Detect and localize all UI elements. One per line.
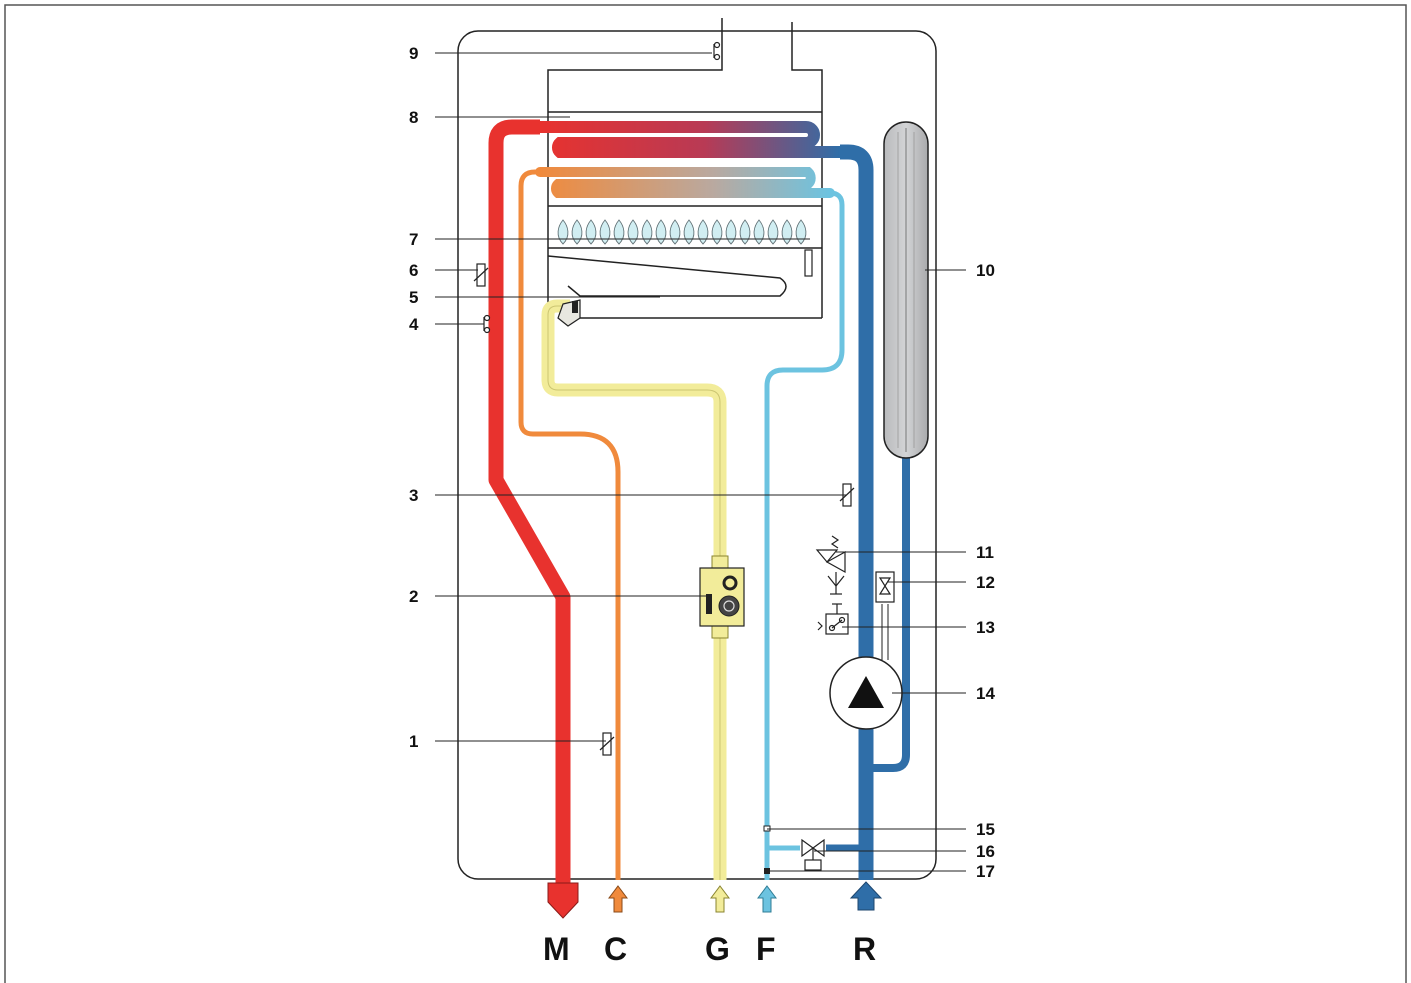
safety-valve [815, 535, 846, 595]
callout-4: 4 [409, 315, 419, 334]
callout-1: 1 [409, 732, 418, 751]
water-pressure-switch [817, 603, 849, 635]
callout-3: 3 [409, 486, 418, 505]
callout-13: 13 [976, 618, 995, 637]
cold-water-filter [763, 825, 771, 832]
dhw-exchanger-coil [535, 167, 835, 198]
callout-7: 7 [409, 230, 418, 249]
circulation-pump [829, 656, 903, 730]
connection-label-m: M [543, 931, 570, 967]
expansion-vessel [883, 121, 929, 459]
callout-15: 15 [976, 820, 995, 839]
pressure-switch-tubes [881, 604, 889, 660]
flow-pipe [488, 119, 579, 919]
connection-label-r: R [853, 931, 876, 967]
connection-label-c: C [604, 931, 627, 967]
primary-exchanger-coil [534, 121, 846, 158]
flue-outlet [547, 18, 823, 318]
callout-2: 2 [409, 587, 418, 606]
callout-10: 10 [976, 261, 995, 280]
boiler-casing [457, 30, 937, 880]
callout-8: 8 [409, 108, 418, 127]
connection-label-g: G [705, 931, 730, 967]
burner-flames [557, 219, 807, 245]
return-pipe [826, 144, 910, 911]
connection-label-f: F [756, 931, 776, 967]
callout-12: 12 [976, 573, 995, 592]
combustion-chamber [547, 180, 823, 319]
gas-pipe [541, 299, 730, 913]
callout-5: 5 [409, 288, 418, 307]
flow-ntc-sensor [473, 263, 489, 287]
callout-9: 9 [409, 44, 418, 63]
leader-lines [435, 52, 966, 872]
ignition-electrode [804, 249, 813, 277]
callout-14: 14 [976, 684, 995, 703]
callout-11: 11 [976, 543, 994, 562]
filling-tap [801, 838, 825, 871]
page-border [4, 4, 1407, 983]
gas-valve [699, 555, 745, 639]
flue-thermostat [713, 41, 721, 61]
callout-16: 16 [976, 842, 995, 861]
injector-nozzle [572, 301, 578, 313]
dhw-outlet-pipe [518, 169, 628, 913]
callout-17: 17 [976, 862, 995, 881]
callout-6: 6 [409, 261, 418, 280]
automatic-bypass [875, 571, 895, 603]
dhw-ntc-sensor [599, 732, 615, 756]
cold-water-pipe [757, 190, 845, 913]
